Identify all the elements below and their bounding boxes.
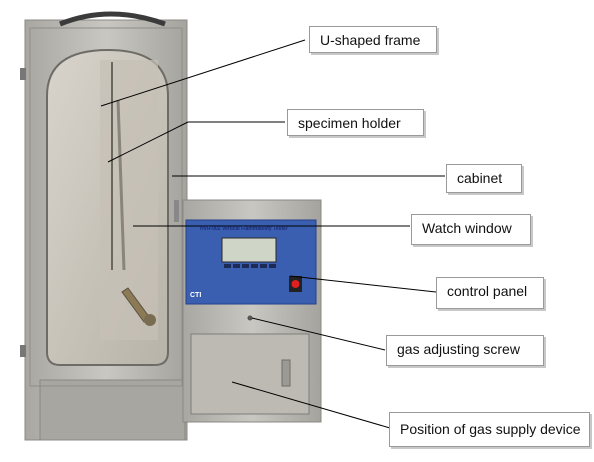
cabinet-base: [39, 379, 186, 441]
specimen-strip: [116, 99, 126, 271]
hinge-top: [20, 68, 26, 80]
leader-lines: [100, 39, 445, 429]
cabinet-door: [29, 27, 183, 387]
label-specimen-holder: specimen holder: [287, 109, 424, 136]
panel-title: HVR-002 Vertical Flammability Tester: [200, 226, 288, 232]
panel-logo: CTI: [190, 292, 202, 299]
label-watch-window: Watch window: [411, 214, 531, 245]
gas-supply-door: [190, 333, 310, 415]
leader-gas-screw: [251, 317, 386, 351]
leader-u-frame: [100, 39, 306, 107]
leader-control-panel: [289, 275, 437, 293]
label-gas-adjusting-screw: gas adjusting screw: [386, 335, 544, 366]
leader-gas-supply: [231, 381, 391, 429]
power-indicator: [291, 280, 300, 288]
lcd-screen: [221, 237, 277, 263]
label-u-shaped-frame: U-shaped frame: [309, 26, 437, 53]
burner: [121, 287, 151, 323]
keypad: [224, 264, 276, 268]
top-handle: [59, 11, 166, 27]
label-gas-supply-position: Position of gas supply device: [389, 412, 590, 447]
gas-supply-handle: [281, 359, 291, 387]
leader-specimen-holder: [107, 121, 189, 163]
hinge-bottom: [20, 345, 26, 357]
burner-base: [144, 314, 156, 326]
gas-adjusting-screw: [247, 315, 253, 321]
label-control-panel: control panel: [436, 277, 544, 309]
label-cabinet: cabinet: [446, 164, 522, 193]
door-latch: [174, 200, 179, 222]
